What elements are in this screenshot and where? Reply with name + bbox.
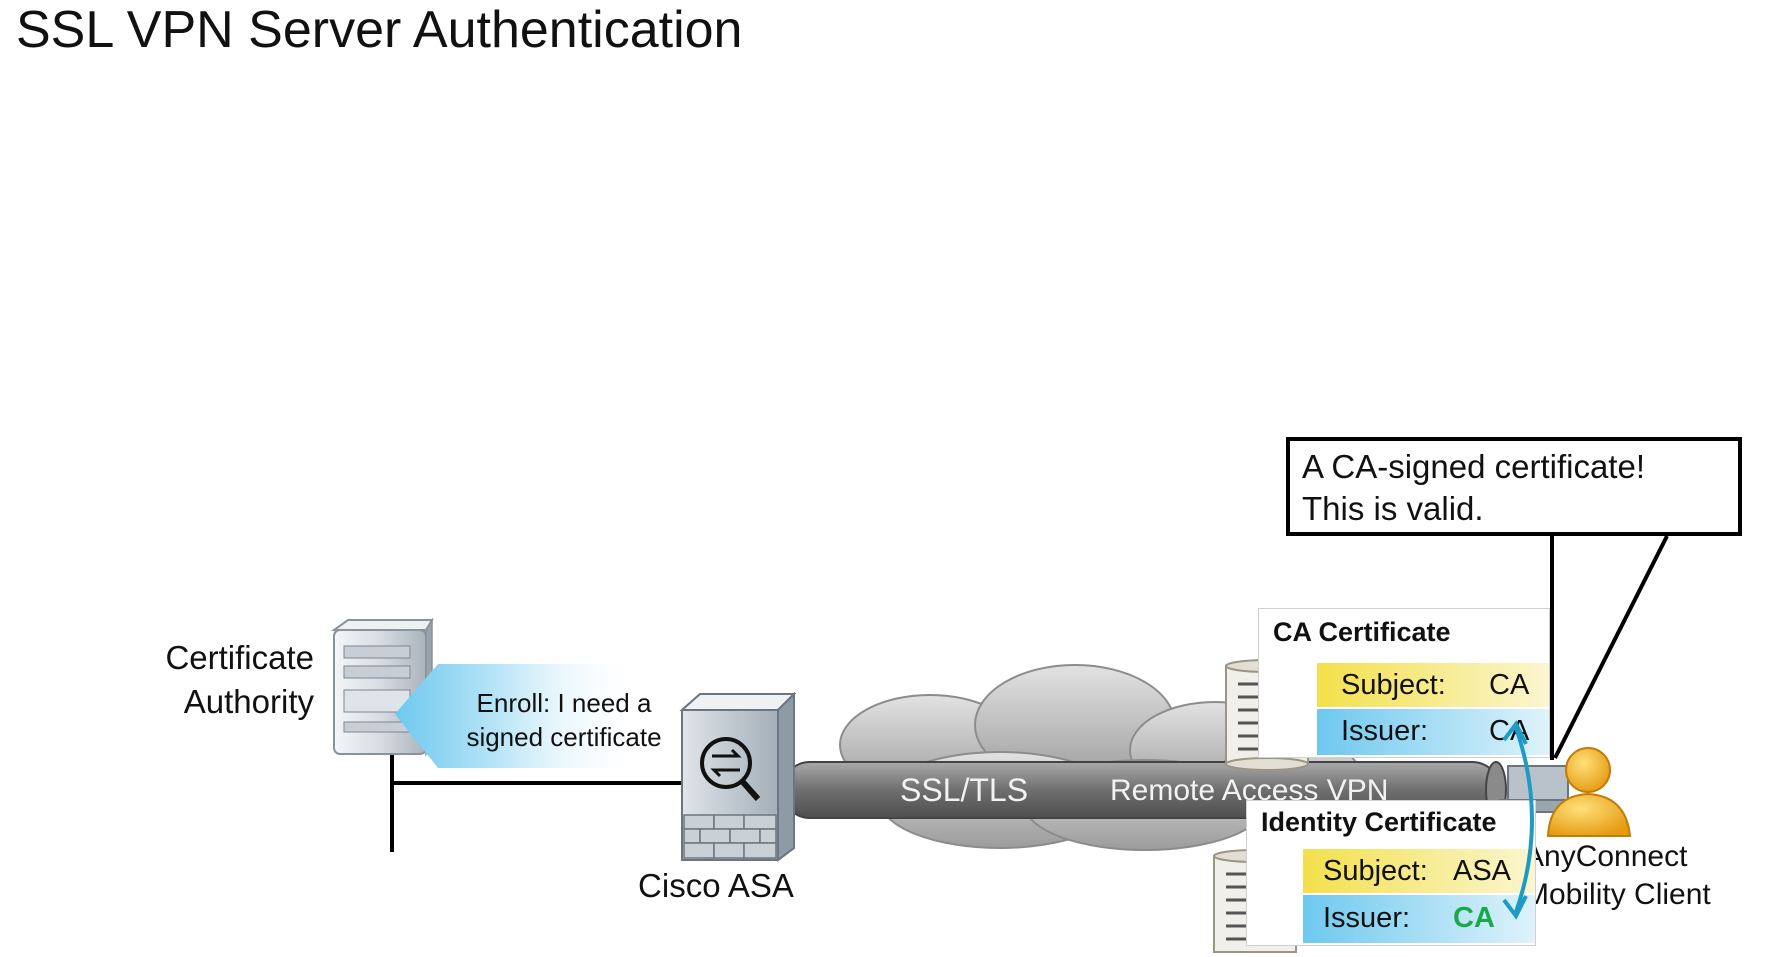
firewall-icon	[679, 691, 797, 862]
identity-subject-value: ASA	[1453, 855, 1512, 887]
ca-subject-value: CA	[1489, 669, 1530, 701]
verification-arrowhead-top	[1502, 720, 1528, 745]
page-title: SSL VPN Server Authentication	[16, 1, 743, 59]
enroll-line-2: signed certificate	[466, 722, 662, 752]
enroll-line-1: Enroll: I need a	[476, 688, 652, 718]
identity-certificate-card: Identity Certificate Subject: ASA Issuer…	[1246, 800, 1536, 946]
identity-subject-label: Subject:	[1323, 855, 1428, 887]
enroll-message: Enroll: I need a signed certificate	[448, 686, 680, 754]
callout-line-2: This is valid.	[1302, 490, 1484, 527]
identity-subject-row: Subject: ASA	[1303, 849, 1535, 893]
validation-callout: A CA-signed certificate! This is valid.	[1286, 437, 1742, 536]
user-icon	[1546, 747, 1632, 837]
enroll-arrow	[395, 664, 640, 768]
tunnel-protocol-label: SSL/TLS	[900, 772, 1029, 808]
identity-issuer-label: Issuer:	[1323, 902, 1411, 934]
asa-label: Cisco ASA	[638, 867, 794, 904]
identity-issuer-row: Issuer: CA	[1303, 895, 1535, 943]
ca-label-line-1: Certificate	[165, 639, 314, 676]
ca-issuer-label: Issuer:	[1341, 715, 1429, 747]
identity-issuer-value: CA	[1453, 902, 1495, 934]
client-label-line-2: Mobility Client	[1524, 878, 1711, 911]
ca-subject-row: Subject: CA	[1317, 663, 1549, 707]
client-label: AnyConnect Mobility Client	[1524, 838, 1711, 914]
ca-subject-label: Subject:	[1341, 669, 1446, 701]
client-label-line-1: AnyConnect	[1524, 840, 1688, 873]
ca-label-line-2: Authority	[183, 683, 314, 720]
callout-line-1: A CA-signed certificate!	[1302, 448, 1645, 485]
ca-certificate-title: CA Certificate	[1273, 617, 1451, 647]
ca-label: Certificate Authority	[120, 638, 314, 722]
callout-pointer	[1550, 535, 1669, 760]
identity-certificate-title: Identity Certificate	[1261, 807, 1497, 837]
verification-arrow	[1514, 727, 1534, 913]
verification-arrowhead-bottom	[1502, 895, 1528, 920]
